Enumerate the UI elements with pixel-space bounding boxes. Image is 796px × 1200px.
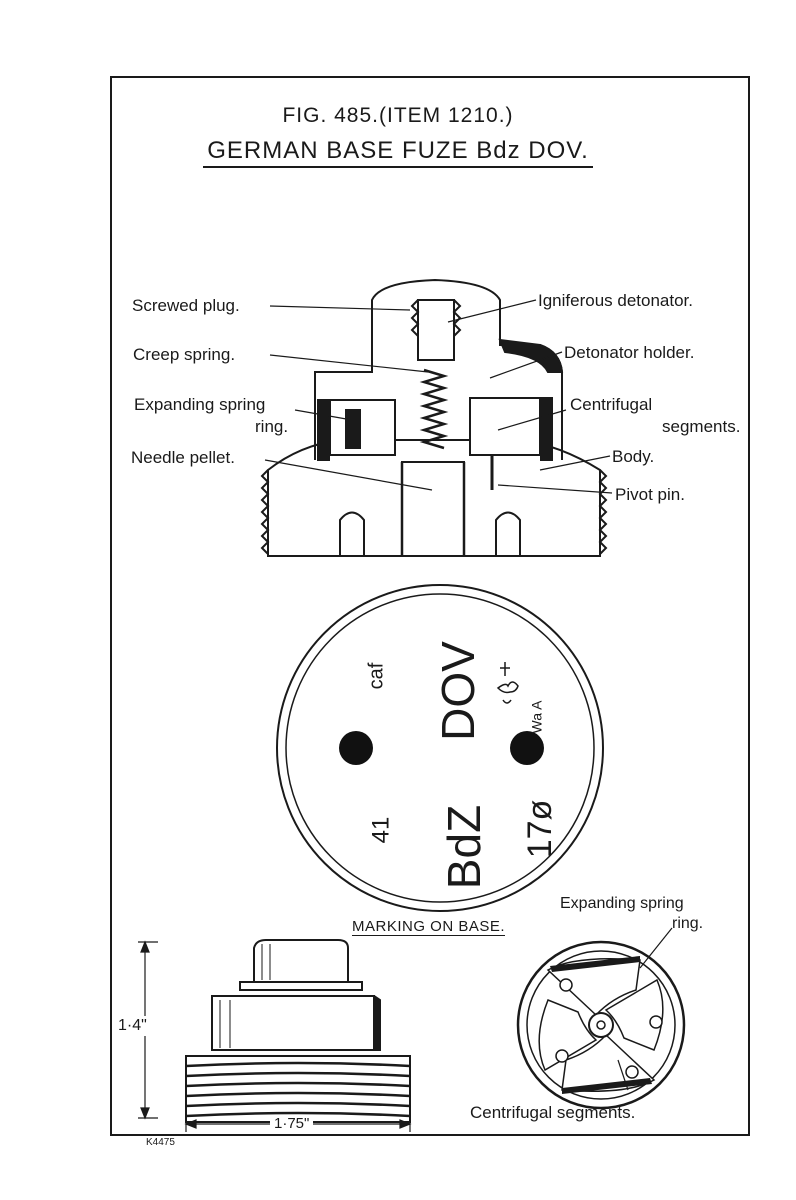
figure-title: GERMAN BASE FUZE Bdz DOV. [0,137,796,168]
side-collar [239,981,363,991]
label-centrifugal: Centrifugal [570,395,653,414]
internal-label-expanding-spring: Expanding spring [560,895,684,912]
side-threads [185,1061,411,1118]
segment-left [538,999,598,1072]
height-dimension: 1·4" [118,1016,147,1036]
base-slot-right [495,511,521,556]
base-inner-circle [285,593,595,903]
detonator-holder-dark-right [498,338,564,373]
label-expanding-spring: Expanding spring [134,395,266,414]
pivot-3 [625,1065,639,1079]
label-screwed-plug: Screwed plug. [132,296,240,315]
label-creep-spring: Creep spring. [133,345,236,364]
pivot-1 [559,978,573,992]
base-slot-left [339,511,365,556]
needle-pellet [401,461,465,557]
pivot-2 [649,1015,663,1029]
base-outer-circle [276,584,604,912]
footer-code: K4475 [146,1137,175,1148]
base-hole-right [510,731,544,765]
figure-frame [110,76,750,1136]
segment-right [604,978,664,1051]
label-centrifugal-segments: segments. [662,417,741,436]
igniferous-detonator [417,299,455,361]
side-top-knob [253,939,349,983]
creep-spring [419,368,449,450]
pivot-4 [555,1049,569,1063]
eagle-emblem [496,662,519,704]
figure-title-text: GERMAN BASE FUZE Bdz DOV. [203,137,593,168]
width-dimension: 1·75" [270,1116,314,1131]
body-thread-right [598,469,608,555]
marking-caption: MARKING ON BASE. [352,918,506,936]
body-thread-left [260,469,270,555]
label-pivot-pin: Pivot pin. [615,485,685,504]
figure-number: FIG. 485.(ITEM 1210.) [282,104,514,127]
internal-label-ring: ring. [672,915,704,932]
label-body: Body. [612,447,655,466]
label-igniferous-detonator: Igniferous detonator. [538,291,694,310]
label-expanding-spring-ring: ring. [255,417,289,436]
internal-label-centrifugal-segments: Centrifugal segments. [470,1103,636,1122]
label-needle-pellet: Needle pellet. [131,448,235,467]
base-hole-left [339,731,373,765]
label-detonator-holder: Detonator holder. [564,343,695,362]
